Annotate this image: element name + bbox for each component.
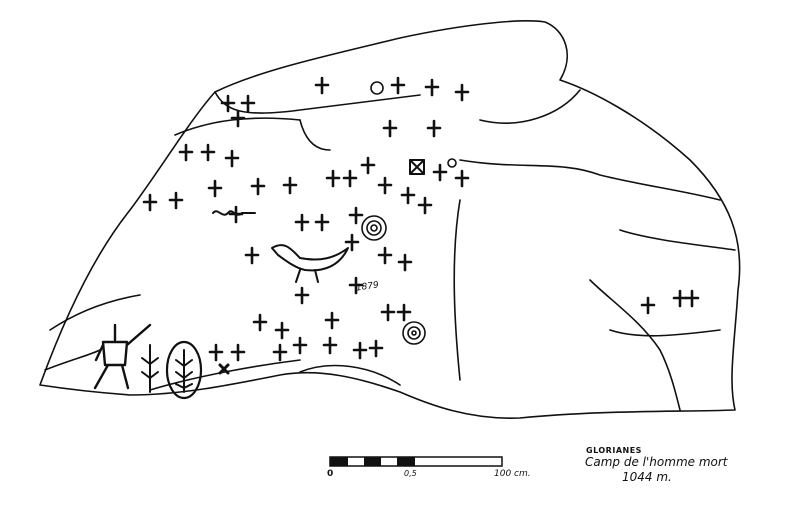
crack-line	[174, 117, 301, 136]
crack-line	[589, 279, 681, 411]
glyph-cross	[230, 343, 246, 362]
glyph-cross	[344, 233, 360, 252]
crack-line	[299, 364, 401, 386]
glyph-spiral	[411, 330, 417, 336]
glyph-cross	[424, 78, 440, 97]
glyph-cross	[224, 149, 240, 168]
glyph-cross	[314, 213, 330, 232]
glyph-cross	[294, 213, 310, 232]
glyph-cross	[274, 321, 290, 340]
glyph-cross	[314, 76, 330, 95]
crack-line	[479, 89, 581, 124]
glyph-cross	[250, 177, 266, 196]
glyph-spiral	[407, 326, 421, 340]
glyph-cross	[382, 119, 398, 138]
glyph-circle	[370, 81, 384, 95]
glyph-cross	[377, 246, 393, 265]
glyph-cross	[252, 313, 268, 332]
glyph-cross	[417, 196, 433, 215]
crack-line	[149, 359, 301, 391]
glyph-cross	[282, 176, 298, 195]
glyph-spiral	[366, 220, 382, 236]
glyph-cross	[228, 205, 244, 224]
glyph-cross	[220, 94, 236, 113]
glyph-tree-oval	[165, 340, 203, 400]
glyph-cross	[377, 176, 393, 195]
glyph-human	[93, 323, 152, 390]
crack-line	[619, 229, 736, 251]
glyph-tree	[175, 349, 193, 393]
site-name: GLORIANES	[586, 446, 642, 455]
crack-line	[609, 329, 721, 337]
glyph-cross	[380, 303, 396, 322]
glyph-cross	[400, 186, 416, 205]
glyph-cross	[324, 311, 340, 330]
glyph-cross	[325, 169, 341, 188]
glyph-bird	[271, 244, 349, 283]
scale-bar	[329, 456, 503, 467]
scale-label-end: 100 cm.	[494, 469, 531, 479]
scale-label-mid: 0,5	[404, 469, 417, 478]
crack-line	[44, 349, 101, 371]
glyph-cross	[294, 286, 310, 305]
crack-line	[299, 119, 331, 151]
glyph-cross	[292, 336, 308, 355]
rock-outline	[39, 20, 741, 419]
glyph-cross	[672, 289, 688, 308]
glyph-cross	[352, 341, 368, 360]
glyph-cross	[142, 193, 158, 212]
glyph-cross	[322, 336, 338, 355]
glyph-cross	[360, 156, 376, 175]
glyph-spiral	[361, 215, 387, 241]
crack-line	[453, 199, 461, 381]
glyph-cross	[178, 143, 194, 162]
glyph-cross	[208, 343, 224, 362]
glyph-cross	[342, 169, 358, 188]
crack-line	[459, 159, 721, 201]
glyph-flower	[218, 363, 230, 375]
glyph-cross	[454, 83, 470, 102]
glyph-cross	[454, 169, 470, 188]
glyph-cross	[432, 163, 448, 182]
glyph-square	[409, 159, 425, 175]
glyph-cross	[390, 76, 406, 95]
glyph-cross	[272, 343, 288, 362]
crack-line	[49, 294, 141, 331]
location-name: Camp de l'homme mort	[585, 455, 728, 469]
glyph-cross	[396, 303, 412, 322]
glyph-cross	[348, 206, 364, 225]
glyph-cross	[207, 179, 223, 198]
glyph-cross	[200, 143, 216, 162]
glyph-cross	[230, 109, 246, 128]
glyph-cross	[640, 296, 656, 315]
glyph-spiral	[370, 224, 378, 232]
glyph-cross	[397, 253, 413, 272]
glyph-plant	[141, 344, 159, 393]
glyph-cross	[244, 246, 260, 265]
glyph-cross	[368, 339, 384, 358]
altitude: 1044 m.	[622, 470, 672, 484]
scale-label-start: 0	[327, 469, 334, 479]
glyph-cross	[684, 289, 700, 308]
glyph-cross	[426, 119, 442, 138]
glyph-spiral	[402, 321, 426, 345]
glyph-circle	[447, 158, 457, 168]
glyph-cross	[348, 276, 364, 295]
glyph-cross	[168, 191, 184, 210]
glyph-cross	[240, 94, 256, 113]
